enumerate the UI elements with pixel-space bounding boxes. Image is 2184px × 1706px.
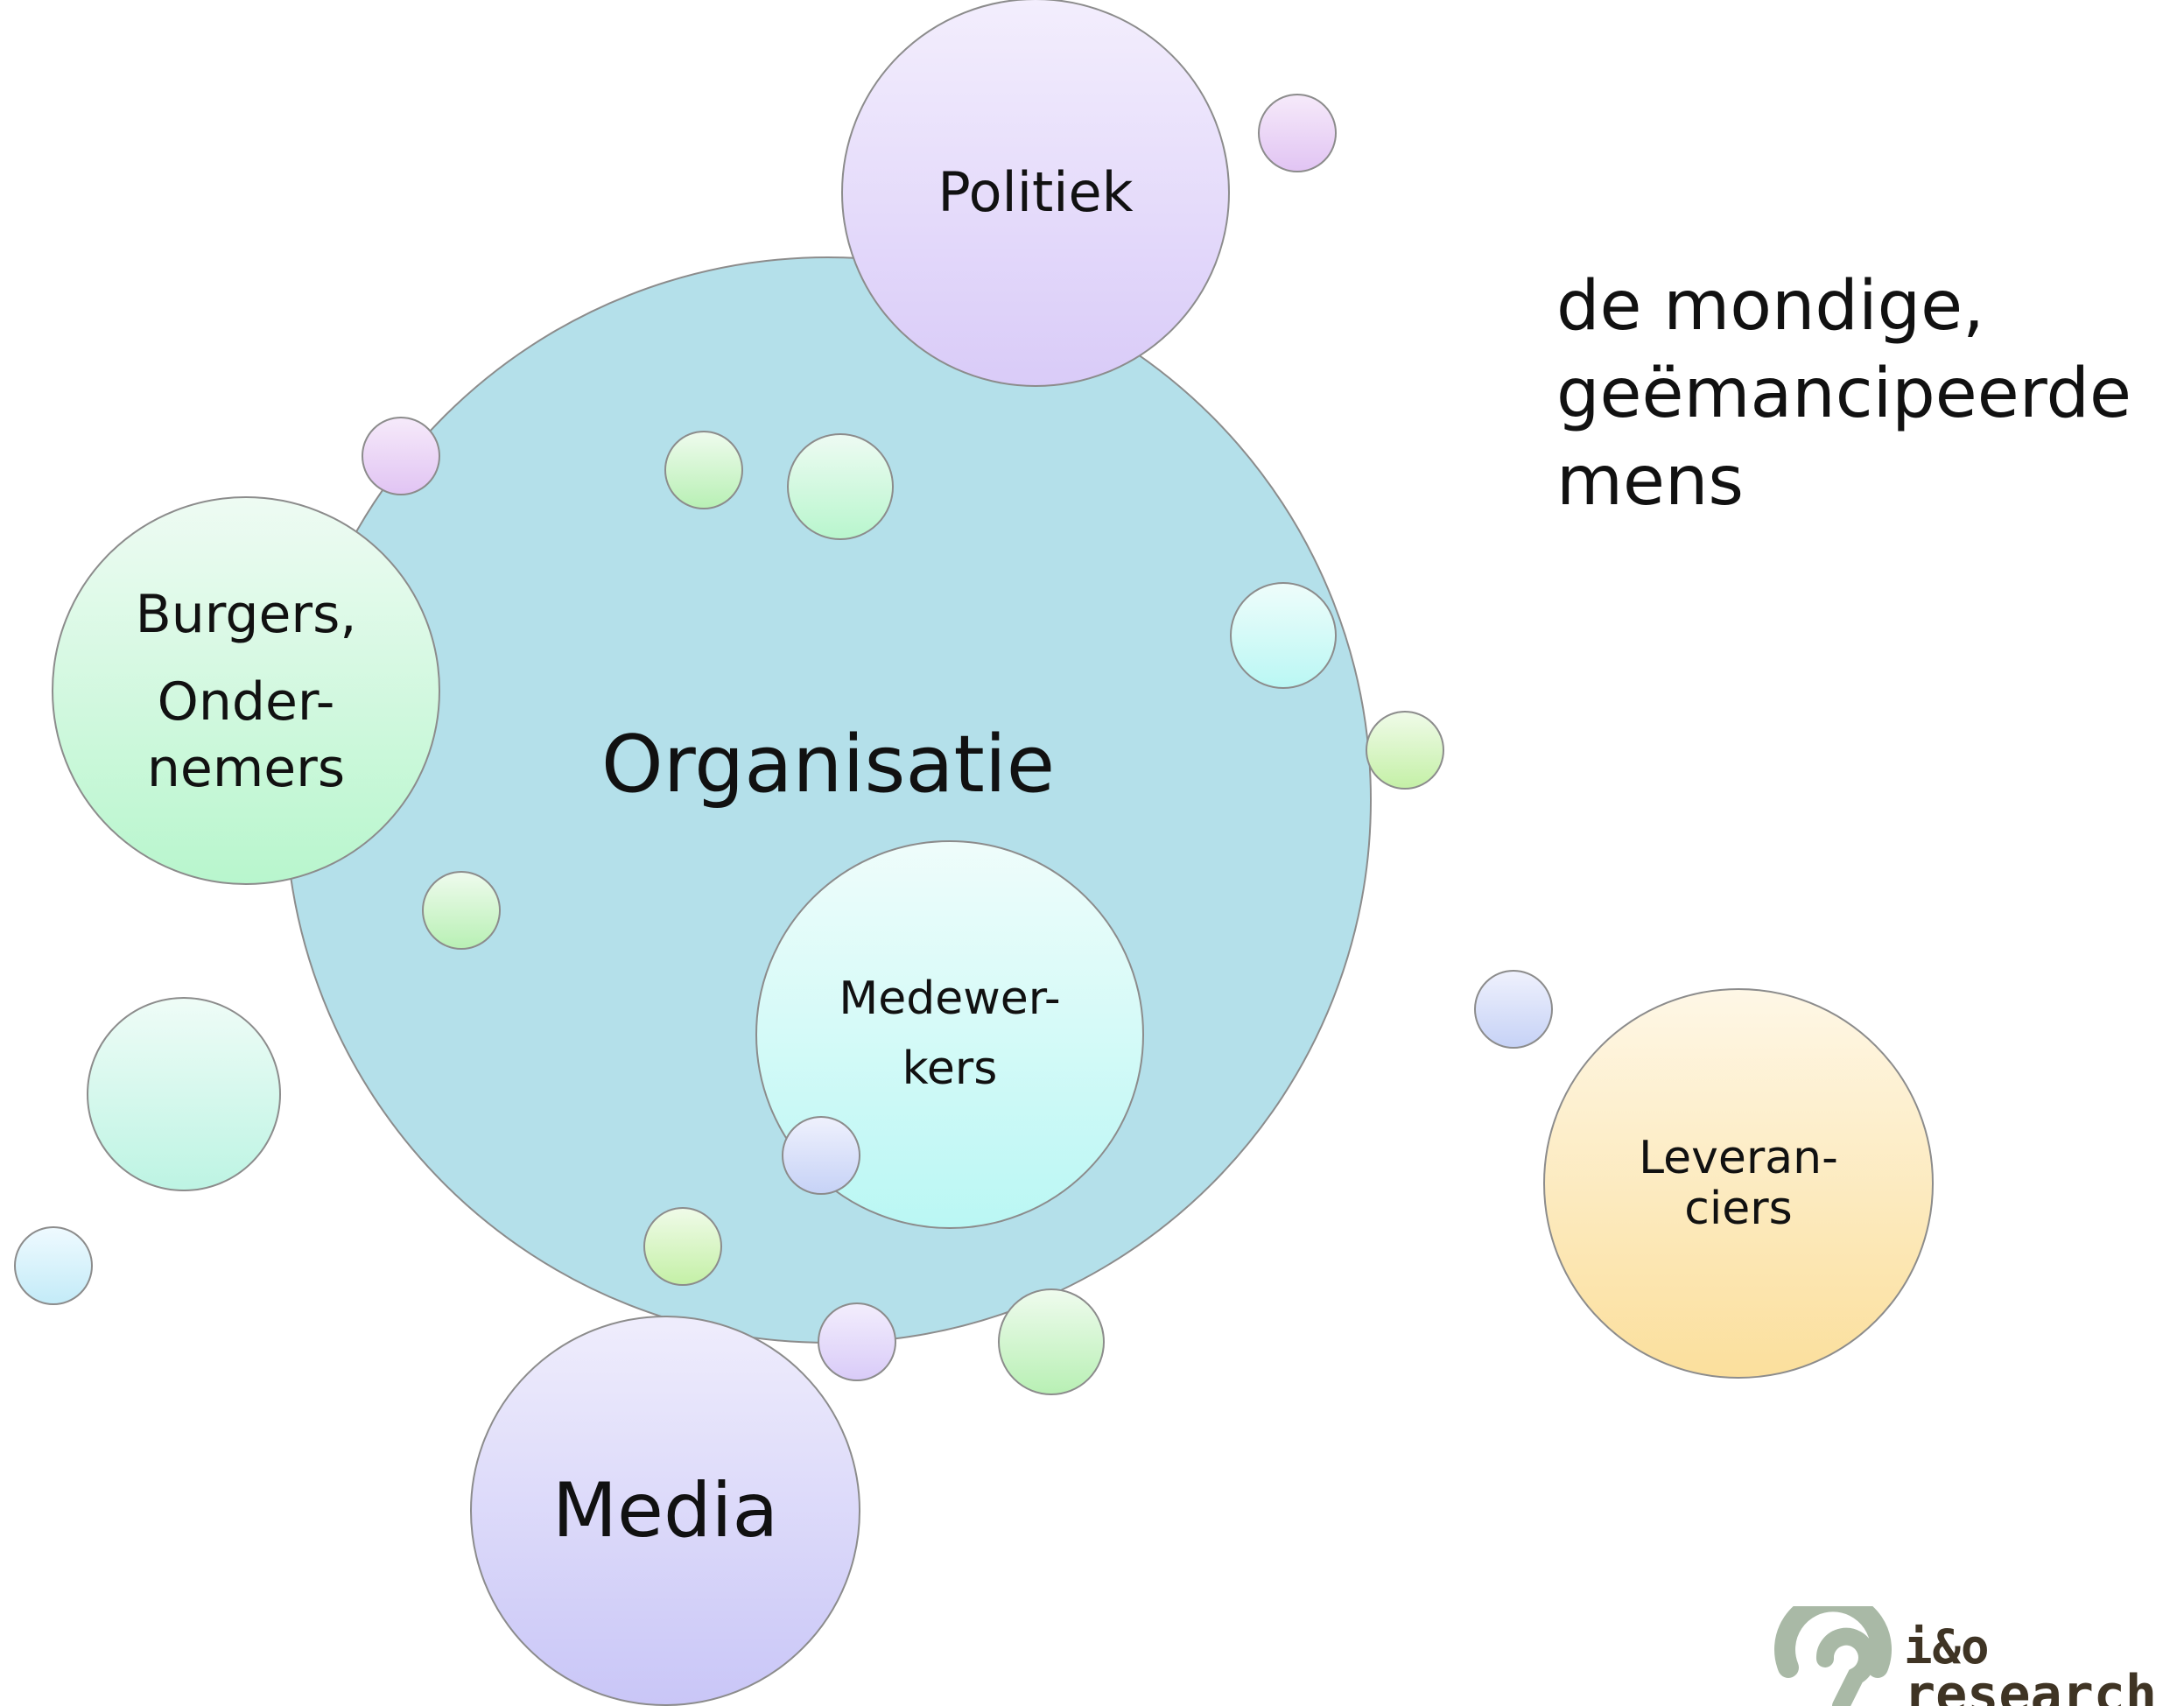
- bubble-lime-right: [1366, 711, 1444, 790]
- bubble-green-bottom: [998, 1288, 1105, 1395]
- side-text-line-1: de mondige,: [1556, 267, 1984, 346]
- logo-text-line-1: i&o: [1904, 1619, 1990, 1674]
- leveranciers-line-1: Leveran-: [1639, 1132, 1838, 1184]
- medewerkers-label: Medewer- kers: [839, 964, 1060, 1104]
- burgers-label: Burgers, Onder- nemers: [136, 571, 357, 812]
- medewerkers-circle: [755, 840, 1144, 1229]
- bubble-pink-top-right: [1258, 94, 1337, 172]
- burgers-line-2: Onder-: [157, 671, 335, 733]
- leveranciers-label: Leveran- ciers: [1639, 1133, 1838, 1234]
- bubble-blue-medewerkers: [782, 1116, 860, 1195]
- bubble-lime-bottom: [643, 1207, 722, 1286]
- burgers-circle: [52, 496, 440, 885]
- media-label: Media: [551, 1467, 779, 1555]
- bubble-green-left: [422, 871, 501, 950]
- politiek-circle: [841, 0, 1230, 387]
- media-circle: [470, 1316, 860, 1706]
- bubble-cyan-right: [1230, 582, 1337, 689]
- side-text-line-2: geëmancipeerde: [1556, 355, 2131, 433]
- leveranciers-circle: [1543, 988, 1934, 1379]
- bubble-pink-left: [362, 417, 440, 495]
- side-text-line-3: mens: [1556, 442, 1745, 521]
- medewerkers-line-2: kers: [902, 1043, 998, 1095]
- medewerkers-line-1: Medewer-: [839, 972, 1061, 1025]
- politiek-label: Politiek: [938, 160, 1134, 224]
- burgers-line-1: Burgers,: [135, 584, 357, 645]
- bubble-teal-large: [87, 997, 281, 1191]
- bubble-mint-1: [787, 433, 894, 540]
- logo-mark-icon: [1774, 1606, 1892, 1706]
- organisatie-label: Organisatie: [600, 719, 1056, 811]
- bubble-blue-right: [1474, 970, 1553, 1049]
- logo-text-line-2: research: [1904, 1664, 2157, 1706]
- bubble-green-1: [664, 431, 743, 509]
- burgers-line-3: nemers: [146, 738, 346, 799]
- leveranciers-line-2: ciers: [1684, 1183, 1793, 1235]
- io-research-logo: i&o research: [1773, 1606, 2184, 1706]
- side-text: de mondige, geëmancipeerde mens: [1556, 263, 2131, 525]
- bubble-purple-bottom: [818, 1302, 896, 1381]
- bubble-sky-left: [14, 1226, 93, 1305]
